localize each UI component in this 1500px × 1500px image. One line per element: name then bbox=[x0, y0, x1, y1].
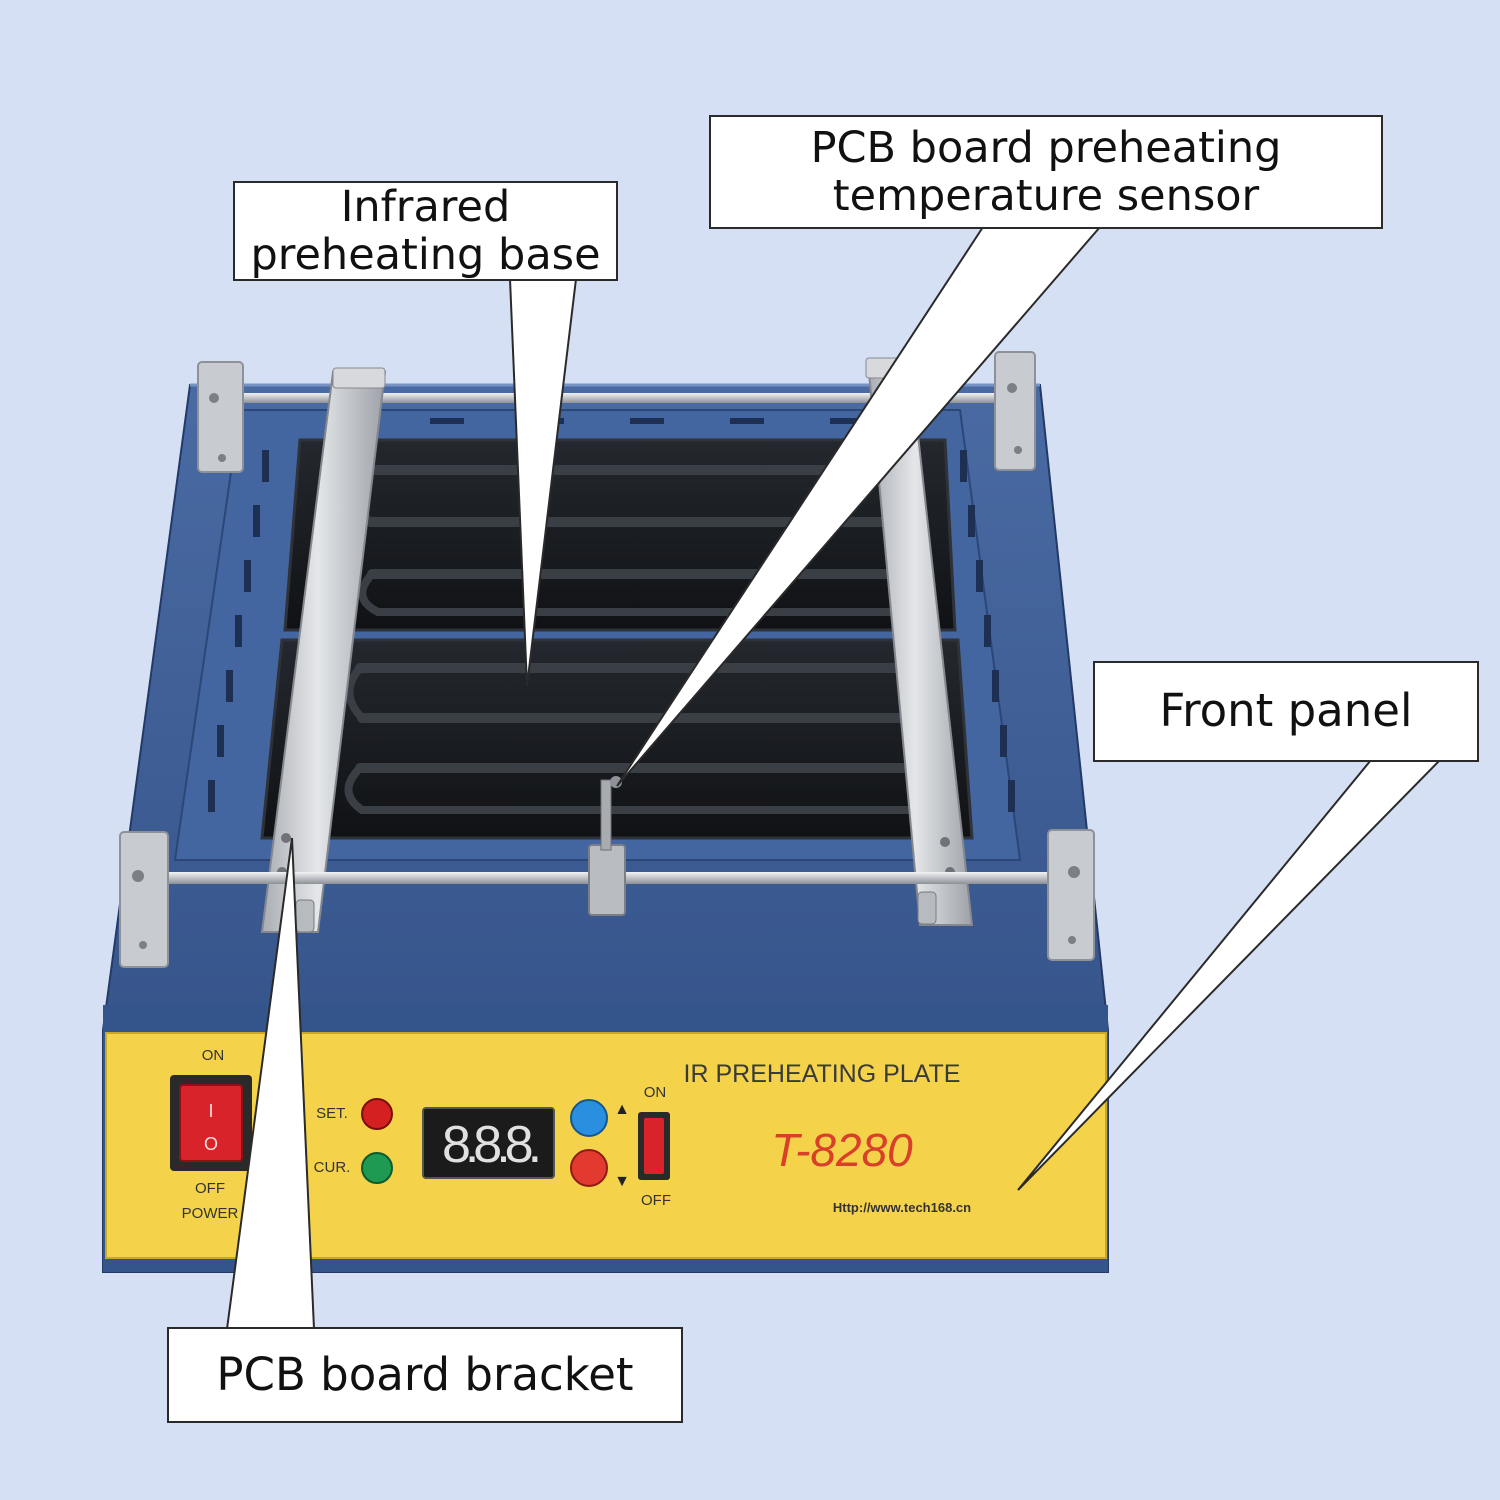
set-led-label: SET. bbox=[316, 1105, 348, 1122]
power-rocker-on-symbol: I bbox=[208, 1101, 213, 1121]
tray-vent-slots-left bbox=[208, 450, 269, 812]
power-rocker-off-symbol: O bbox=[204, 1134, 218, 1154]
rod-clamp-back-left bbox=[197, 361, 244, 473]
temperature-display bbox=[422, 1107, 555, 1179]
power-off-label: OFF bbox=[195, 1180, 225, 1197]
callout-bracket-label: PCB board bracket bbox=[216, 1347, 634, 1401]
panel-title: IR PREHEATING PLATE bbox=[684, 1060, 961, 1088]
callout-infrared-line2: preheating base bbox=[250, 230, 601, 280]
callout-temperature-sensor: PCB board preheating temperature sensor bbox=[709, 115, 1383, 229]
power-rocker-switch[interactable] bbox=[179, 1084, 243, 1162]
callout-front-panel: Front panel bbox=[1093, 661, 1479, 762]
callout-front-panel-label: Front panel bbox=[1159, 684, 1413, 738]
tray-vent-slots-right bbox=[960, 450, 1015, 812]
rod-clamp-front-left bbox=[119, 831, 169, 968]
heater-toggle-on-label: ON bbox=[644, 1084, 667, 1101]
cur-led-label: CUR. bbox=[314, 1159, 351, 1176]
pcb-board-bracket-left bbox=[260, 367, 387, 933]
callout-sensor-line2: temperature sensor bbox=[832, 171, 1260, 221]
rod-clamp-back-right bbox=[994, 351, 1036, 471]
model-number: T-8280 bbox=[771, 1124, 913, 1176]
temperature-display-value: 8.8.8. bbox=[442, 1116, 538, 1174]
back-support-rod bbox=[205, 393, 1025, 403]
callout-pcb-board-bracket: PCB board bracket bbox=[167, 1327, 683, 1423]
power-label: POWER bbox=[182, 1205, 239, 1222]
cur-led-indicator bbox=[361, 1152, 393, 1184]
down-button[interactable] bbox=[570, 1149, 608, 1187]
down-arrow-icon: ▼ bbox=[614, 1173, 630, 1190]
callout-infrared-preheating-base: Infrared preheating base bbox=[233, 181, 618, 281]
rod-clamp-front-right bbox=[1047, 829, 1095, 961]
callout-infrared-line1: Infrared bbox=[340, 181, 511, 232]
panel-url: Http://www.tech168.cn bbox=[833, 1200, 971, 1215]
power-on-label: ON bbox=[202, 1047, 225, 1064]
set-led-indicator bbox=[361, 1098, 393, 1130]
up-arrow-icon: ▲ bbox=[614, 1101, 630, 1118]
infrared-heater-plate-bottom bbox=[260, 638, 974, 840]
up-button[interactable] bbox=[570, 1099, 608, 1137]
heater-toggle-switch[interactable] bbox=[644, 1118, 664, 1174]
callout-sensor-line1: PCB board preheating bbox=[810, 122, 1282, 173]
temperature-sensor-probe bbox=[588, 776, 626, 916]
heater-toggle-off-label: OFF bbox=[641, 1192, 671, 1209]
